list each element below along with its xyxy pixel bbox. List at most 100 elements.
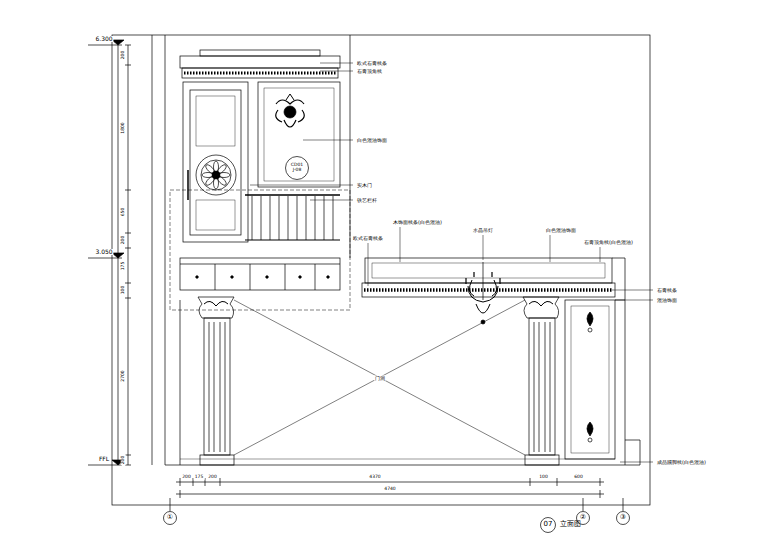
leader-line — [320, 63, 353, 64]
upper-cabinet — [184, 72, 336, 75]
upper-cabinet — [214, 161, 219, 173]
dimension-line — [176, 482, 604, 483]
dimension-line — [205, 478, 206, 486]
opening-cross — [234, 300, 525, 455]
side-door — [588, 438, 592, 442]
level-mark: 3.050 — [94, 249, 113, 255]
upper-cabinet — [201, 160, 231, 190]
upper-cabinet — [327, 276, 330, 279]
column — [204, 301, 228, 306]
dimension-line — [125, 65, 131, 66]
dimension-line — [125, 233, 131, 234]
dimension-line — [125, 465, 131, 466]
level-marker — [118, 45, 119, 465]
dimension-text: 175 — [194, 475, 205, 480]
level-marker — [88, 45, 122, 46]
column — [198, 297, 559, 465]
bubble-outline — [164, 512, 177, 525]
upper-cabinet — [270, 196, 271, 240]
upper-cabinet — [245, 194, 340, 196]
column — [550, 322, 551, 452]
upper-cabinet — [204, 175, 216, 187]
leader-line — [612, 290, 653, 291]
side-door — [587, 312, 593, 326]
upper-cabinet — [218, 173, 230, 178]
callout-text: 门洞 — [374, 376, 386, 381]
upper-cabinet — [264, 88, 334, 181]
dimension-line — [180, 490, 181, 498]
chandelier — [469, 280, 496, 296]
upper-cabinet — [306, 196, 307, 240]
chandelier — [468, 286, 498, 302]
side-door — [565, 300, 615, 459]
dimension-text: 175 — [121, 261, 126, 272]
level-mark: FFL — [98, 456, 110, 462]
upper-cabinet — [182, 68, 338, 78]
callout-text: 欧式石膏线条 — [356, 61, 388, 66]
dimension-text: 650 — [121, 207, 126, 218]
upper-cabinet — [258, 82, 340, 187]
column — [225, 322, 226, 452]
column — [209, 322, 210, 452]
column — [529, 301, 553, 306]
leader-line — [320, 71, 353, 72]
leader-line — [620, 462, 653, 463]
leader-line — [400, 227, 401, 262]
upper-cabinet — [196, 200, 235, 230]
leader-line — [310, 200, 353, 201]
column — [220, 322, 221, 452]
upper-cabinet — [196, 155, 236, 195]
axis-line — [583, 498, 584, 511]
title-bubble: 07立面图 — [540, 517, 556, 533]
column — [523, 297, 559, 318]
callout-text: 石膏顶角线(白色混油) — [583, 240, 634, 245]
dimension-line — [530, 478, 531, 486]
upper-cabinet — [200, 50, 320, 56]
wall — [180, 459, 615, 460]
wall — [612, 258, 640, 465]
dimension-line — [125, 455, 131, 456]
leader-line — [483, 235, 484, 260]
upper-cabinet — [324, 196, 325, 240]
upper-cabinet — [250, 264, 251, 290]
dimension-line — [557, 478, 558, 486]
beam — [365, 258, 612, 283]
dimension-text: 200 — [121, 235, 126, 246]
upper-cabinet — [261, 196, 262, 240]
upper-cabinet — [215, 264, 216, 290]
upper-cabinet — [183, 82, 248, 242]
upper-cabinet — [216, 163, 228, 175]
bubble-text: ① — [167, 514, 173, 521]
callout-text: 石膏线条 — [656, 288, 678, 293]
axis-line — [623, 498, 624, 511]
wall — [152, 35, 153, 465]
dimension-line — [220, 478, 221, 486]
bubble-outline — [286, 157, 309, 180]
upper-cabinet — [252, 196, 253, 240]
wall — [350, 35, 351, 258]
upper-cabinet — [284, 106, 296, 118]
beam — [362, 283, 615, 297]
level-marker — [88, 258, 122, 259]
upper-cabinet — [187, 170, 189, 200]
callout-text: 水晶吊灯 — [472, 228, 494, 233]
leader-line — [303, 140, 353, 141]
upper-cabinet — [315, 264, 316, 290]
upper-cabinet — [180, 56, 340, 68]
dimension-line — [125, 283, 131, 284]
drawing-title: 立面图 — [560, 521, 581, 528]
beam — [364, 288, 613, 292]
dimension-text: 100 — [121, 285, 126, 296]
upper-cabinet — [170, 190, 350, 310]
axis-line — [170, 498, 171, 511]
upper-cabinet — [180, 258, 340, 290]
dimension-text: 4370 — [368, 475, 381, 480]
leader-line — [600, 247, 601, 262]
opening-cross — [234, 300, 525, 455]
bubble-text: 07 — [544, 521, 553, 528]
leader-line — [250, 185, 353, 186]
side-door — [588, 328, 592, 332]
upper-cabinet — [276, 100, 305, 127]
beam — [372, 263, 605, 278]
chandelier — [466, 262, 500, 324]
